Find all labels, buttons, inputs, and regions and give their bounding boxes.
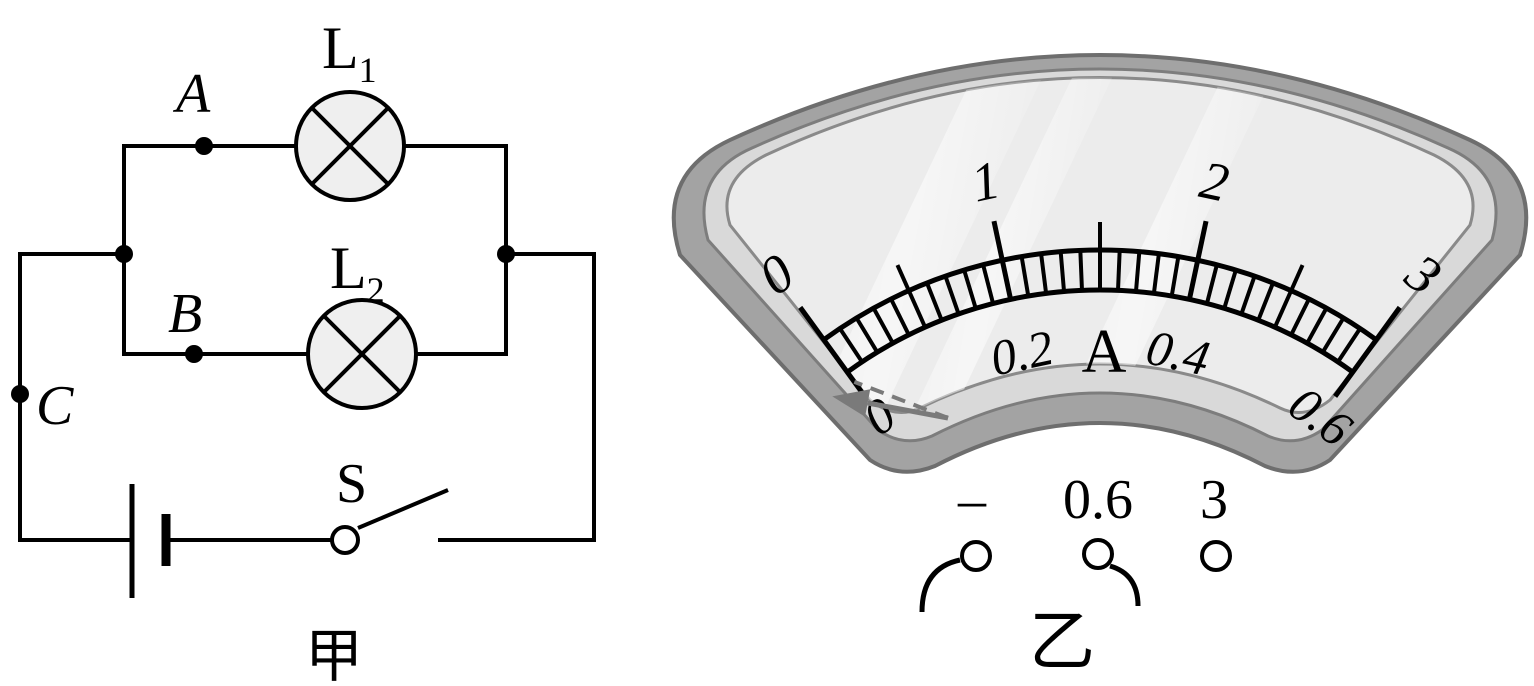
scale-major-tick [1186, 220, 1209, 300]
ammeter-caption: 乙 [1029, 606, 1095, 679]
scale-minor-tick [1289, 298, 1311, 336]
point-a-dot [195, 137, 213, 155]
scale-minor-tick [1019, 256, 1031, 297]
point-c-label: C [36, 375, 74, 437]
zero-reference-dashed [853, 379, 949, 420]
scale-minor-tick [1133, 251, 1142, 292]
wire-bottom-left [122, 252, 310, 356]
point-c-dot [11, 385, 29, 403]
lamp-l1 [294, 90, 406, 202]
scale-major-tick [1333, 305, 1402, 398]
scale-minor-tick [981, 264, 996, 305]
lamp-l1-letter: L [322, 15, 359, 81]
junction-right [497, 245, 515, 263]
lamp-l2-letter: L [330, 235, 367, 301]
wire-bottom-right [414, 252, 508, 356]
junction-left [115, 245, 133, 263]
circuit-diagram: A B C L1 L2 S 甲 [11, 15, 596, 686]
terminal-3 [1200, 540, 1232, 572]
point-b-label: B [168, 283, 202, 345]
scale-minor-tick [1078, 250, 1084, 291]
scale-minor-tick [962, 269, 978, 309]
glare-stripe-2 [900, 77, 1130, 413]
scale-minor-tick [1151, 253, 1161, 294]
wire-right-loop [438, 252, 596, 542]
lamp-l2 [306, 298, 418, 410]
switch-label: S [336, 453, 367, 515]
wire-to-negative [919, 557, 961, 613]
scale-minor-tick [1239, 275, 1257, 315]
point-a-label: A [172, 63, 211, 125]
terminal-negative [960, 540, 992, 572]
lower-scale-label: 0.2 [986, 319, 1059, 387]
terminal-0-6 [1082, 538, 1114, 570]
scale-minor-tick [1305, 307, 1329, 345]
wire-to-0-6 [1109, 563, 1141, 607]
lamp-l1-label: L1 [322, 15, 377, 90]
lamp-l1-subscript: 1 [359, 50, 377, 90]
pointer-needle [867, 400, 949, 421]
ammeter-terminals: – 0.6 3 [919, 469, 1232, 613]
scale-minor-tick [925, 282, 944, 321]
scale-minor-tick [1116, 250, 1122, 291]
glare-stripe-1 [800, 77, 1060, 413]
ammeter-pointer [832, 379, 949, 421]
ammeter-unit: A [1082, 318, 1127, 386]
scale-minor-tick [1169, 256, 1181, 297]
scale-minor-tick [1336, 327, 1362, 363]
scale-minor-tick [838, 327, 864, 363]
scale-minor-tick [854, 316, 879, 354]
scale-minor-tick [1222, 269, 1238, 309]
circuit-caption: 甲 [305, 624, 363, 686]
scale-minor-tick [1039, 253, 1049, 294]
scale-minor-tick [1256, 282, 1275, 321]
lamp-l2-cross-b [322, 314, 402, 394]
wire-top-right [402, 144, 508, 256]
scale-minor-tick [1321, 316, 1346, 354]
terminal-0-6-label: 0.6 [1063, 469, 1133, 531]
wire-top-left [122, 144, 298, 256]
lamp-l1-cross-b [310, 106, 390, 186]
scale-major-tick [991, 220, 1014, 300]
scale-major-tick [798, 305, 867, 398]
scale-mid-tick [895, 264, 927, 328]
point-b-dot [185, 345, 203, 363]
pointer-arrowhead [832, 389, 871, 417]
scale-minor-tick [889, 298, 911, 336]
lower-scale-label: 0.4 [1142, 319, 1215, 387]
scale-minor-tick [1204, 264, 1219, 305]
switch-pivot [330, 525, 360, 555]
switch-blade [357, 488, 449, 530]
scale-minor-tick [1058, 251, 1067, 292]
lamp-l2-subscript: 2 [367, 270, 385, 310]
scale-mid-tick [1273, 264, 1305, 328]
terminal-negative-label: – [957, 469, 987, 531]
lamp-l2-label: L2 [330, 235, 385, 310]
glare-stripe-3 [1050, 77, 1290, 413]
scale-minor-tick [871, 307, 895, 345]
terminal-3-label: 3 [1200, 469, 1228, 531]
ammeter-glass-glare [800, 77, 1290, 413]
scale-minor-tick [943, 275, 961, 315]
